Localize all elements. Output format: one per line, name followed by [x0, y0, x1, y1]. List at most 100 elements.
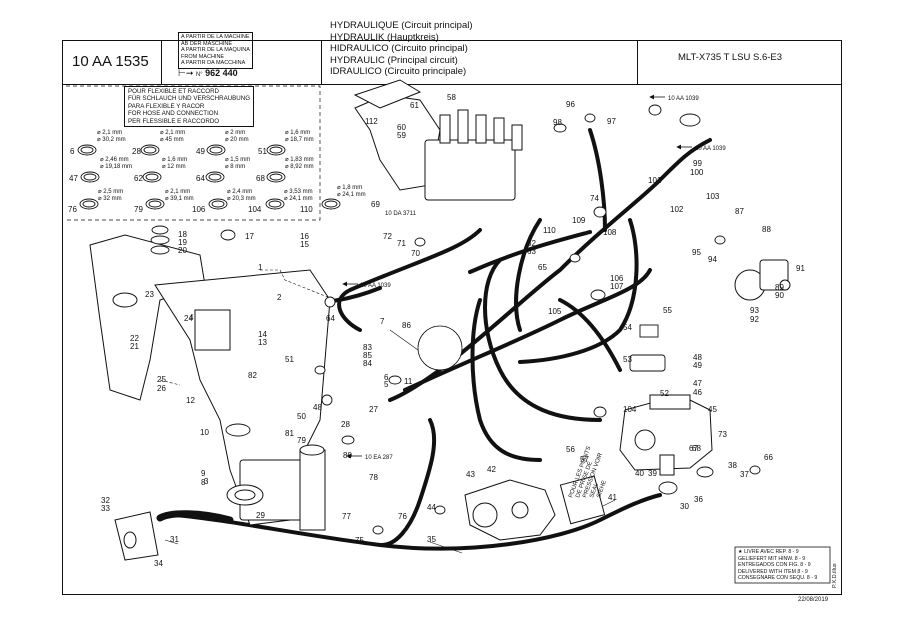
- callout-36: 36: [694, 495, 703, 504]
- callout-41: 41: [608, 493, 617, 502]
- seal-64-diameter: ⌀ 8 mm: [225, 164, 245, 170]
- callout-2: 2: [277, 293, 282, 302]
- hose-lines: [173, 128, 712, 551]
- reference-cell: [62, 40, 162, 85]
- callout-68-body: 68: [692, 444, 701, 453]
- titles-cell: [322, 40, 638, 85]
- callout-80: 80: [343, 451, 352, 460]
- machine-model: MLT-X735 T LSU S.6-E3: [678, 52, 783, 63]
- callout-76-body: 76: [398, 512, 407, 521]
- callout-32: 32: [101, 496, 110, 505]
- seal-79-diameter: ⌀ 39,1 mm: [165, 196, 194, 202]
- callout-52: 52: [660, 389, 669, 398]
- page-reference: 10 AA 1535: [72, 53, 149, 70]
- callout-72: 72: [383, 232, 392, 241]
- callout-44: 44: [427, 503, 436, 512]
- callout-14: 14: [258, 330, 267, 339]
- callout-9: 9: [201, 469, 206, 478]
- callout-69: 69: [371, 200, 380, 209]
- gear-pump: [619, 394, 713, 476]
- callout-91: 91: [796, 264, 805, 273]
- callout-10: 10: [200, 428, 209, 437]
- callout-100: 100: [690, 168, 704, 177]
- callout-49-body: 49: [693, 361, 702, 370]
- callout-55: 55: [663, 306, 672, 315]
- illustration-code: P.X.D.illus: [832, 563, 838, 588]
- callout-103: 103: [706, 192, 720, 201]
- callout-75: 75: [355, 536, 364, 545]
- callout-68: 68: [256, 174, 265, 183]
- callout-110-body: 110: [543, 226, 556, 235]
- callout-108: 108: [603, 228, 617, 237]
- callout-81: 81: [285, 429, 294, 438]
- callout-64: 64: [196, 174, 205, 183]
- callout-62-body: 62: [527, 239, 536, 248]
- callout-99: 99: [693, 159, 702, 168]
- callout-29: 29: [256, 511, 265, 520]
- seal-106-section: ⌀ 2,4 mm: [227, 189, 252, 195]
- callout-59: 59: [397, 131, 406, 140]
- callout-51-body: 51: [285, 355, 294, 364]
- callout-89: 89: [775, 283, 784, 292]
- callout-82: 82: [248, 371, 257, 380]
- callout-101: 101: [648, 176, 662, 185]
- callout-106: 106: [192, 205, 206, 214]
- callout-73: 73: [718, 430, 727, 439]
- callout-79-body: 79: [297, 436, 306, 445]
- pressure-plate-line-4: SEAL: [589, 482, 600, 499]
- serial-number: ⊢➞ N° 962 440: [178, 68, 238, 78]
- callout-4: 4: [189, 313, 194, 322]
- seal-28-section: ⌀ 2,1 mm: [160, 130, 185, 136]
- ref-3711: 10 DA 3711: [385, 211, 417, 217]
- callout-34: 34: [154, 559, 163, 568]
- callout-27: 27: [369, 405, 378, 414]
- auxiliary-pump: [734, 259, 791, 301]
- seal-110-section: ⌀ 1,8 mm: [337, 185, 362, 191]
- callout-86: 86: [402, 321, 411, 330]
- callout-71: 71: [397, 239, 406, 248]
- mounting-bracket: [114, 511, 159, 561]
- seal-47-diameter: ⌀ 19,18 mm: [100, 164, 132, 170]
- from-machine-list: A PARTIR DE LA MACHINE AB DER MASCHINE A…: [178, 32, 253, 69]
- seal-68-section: ⌀ 1,83 mm: [285, 157, 314, 163]
- seal-49-diameter: ⌀ 20 mm: [225, 137, 249, 143]
- callout-106-body: 106: [610, 274, 624, 283]
- callout-53: 53: [623, 355, 632, 364]
- callout-77: 77: [342, 512, 351, 521]
- callout-15: 15: [300, 240, 309, 249]
- callout-54: 54: [623, 323, 632, 332]
- callout-66: 66: [764, 453, 773, 462]
- seal-62-diameter: ⌀ 12 mm: [162, 164, 186, 170]
- callout-46: 46: [693, 388, 702, 397]
- callout-104: 104: [248, 205, 262, 214]
- callout-37: 37: [740, 470, 749, 479]
- star-icon: ★: [738, 549, 743, 555]
- pressure-plate-line-5: SIEHE: [596, 480, 608, 499]
- callout-88: 88: [762, 225, 771, 234]
- callout-31: 31: [170, 535, 179, 544]
- ref-1039-top: 10 AA 1039: [668, 96, 699, 102]
- callout-97: 97: [607, 117, 616, 126]
- callout-96: 96: [566, 100, 575, 109]
- callout-83: 83: [363, 343, 372, 352]
- seal-110-diameter: ⌀ 24,1 mm: [337, 192, 366, 198]
- callout-1: 1: [258, 263, 263, 272]
- callout-65: 65: [538, 263, 547, 272]
- callout-24: 24: [184, 314, 193, 323]
- callout-13: 13: [258, 338, 267, 347]
- seal-rings: [77, 144, 341, 210]
- callout-93: 93: [750, 306, 759, 315]
- callout-17: 17: [245, 232, 254, 241]
- callout-74: 74: [590, 194, 599, 203]
- detail-view: [417, 325, 463, 371]
- hose-caption: POUR FLEXIBLE ET RACCORD FÜR SCHLAUCH UN…: [124, 86, 255, 128]
- callout-49: 49: [196, 147, 205, 156]
- callout-105: 105: [548, 307, 562, 316]
- revision-date: 22/08/2019: [798, 597, 829, 603]
- callout-28: 28: [132, 147, 141, 156]
- seal-6-section: ⌀ 2,1 mm: [97, 130, 122, 136]
- callout-112: 112: [365, 117, 378, 126]
- seal-49-section: ⌀ 2 mm: [225, 130, 245, 136]
- callout-104-body: 104: [623, 405, 637, 414]
